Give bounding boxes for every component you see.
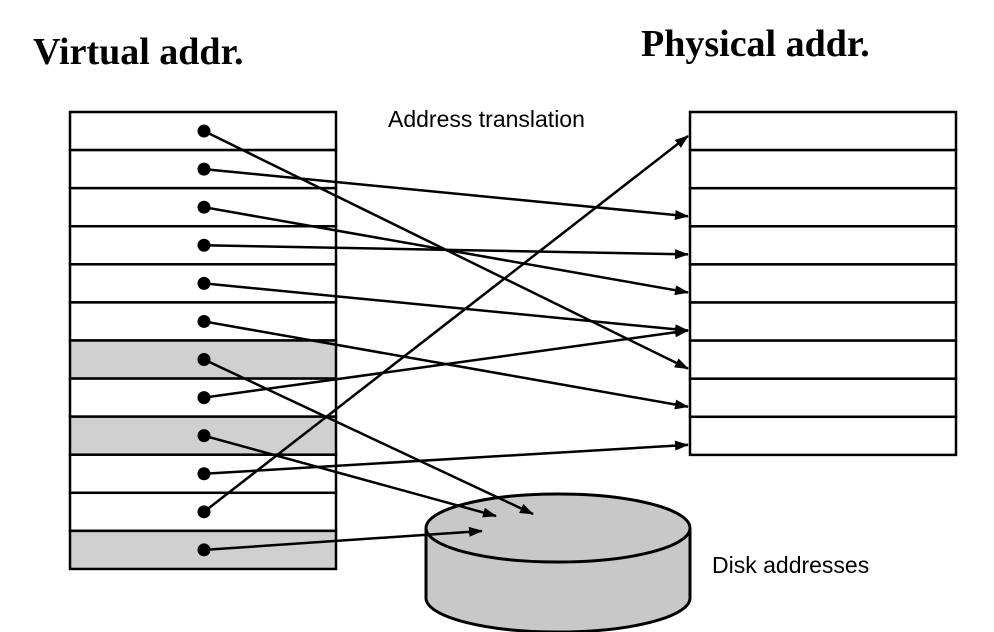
page-entry-dot — [197, 162, 211, 176]
page-entry-dot — [197, 353, 211, 367]
physical-page-row — [688, 301, 958, 342]
page-entry-dot — [197, 429, 211, 443]
mapping-arrow — [203, 135, 689, 513]
page-entry-dot — [197, 238, 211, 252]
mapping-arrow — [203, 282, 689, 335]
page-entry-dot — [197, 391, 211, 405]
page-entry-dot — [197, 314, 211, 328]
mapping-arrow — [203, 440, 689, 476]
mapping-arrow — [203, 327, 689, 399]
mapping-arrow — [203, 167, 689, 220]
page-entry-dot — [197, 200, 211, 214]
physical-page-table — [688, 110, 958, 457]
virtual-address-title: Virtual addr. — [33, 31, 244, 73]
page-entry-dot — [197, 467, 211, 481]
page-entry-dot — [197, 505, 211, 519]
physical-page-row — [688, 415, 958, 457]
page-entry-dot — [197, 543, 211, 557]
physical-page-row — [688, 377, 958, 419]
page-entry-dot — [197, 124, 211, 138]
mapping-arrow — [203, 526, 483, 552]
disk-cylinder — [424, 492, 692, 632]
physical-page-row — [688, 225, 958, 266]
virtual-page-table — [68, 110, 338, 571]
physical-page-row — [688, 148, 958, 190]
physical-page-row — [688, 110, 958, 152]
mapping-arrow — [203, 434, 497, 518]
mapping-arrow — [203, 244, 689, 260]
physical-page-row — [688, 339, 958, 380]
disk-top — [424, 492, 692, 564]
page-entry-dot — [197, 276, 211, 290]
physical-address-title: Physical addr. — [641, 23, 870, 65]
physical-page-row — [688, 263, 958, 304]
disk-addresses-label: Disk addresses — [712, 552, 870, 578]
mapping-arrows — [197, 124, 689, 557]
address-translation-label: Address translation — [388, 106, 585, 132]
mapping-arrow — [203, 358, 534, 516]
physical-page-row — [688, 186, 958, 228]
